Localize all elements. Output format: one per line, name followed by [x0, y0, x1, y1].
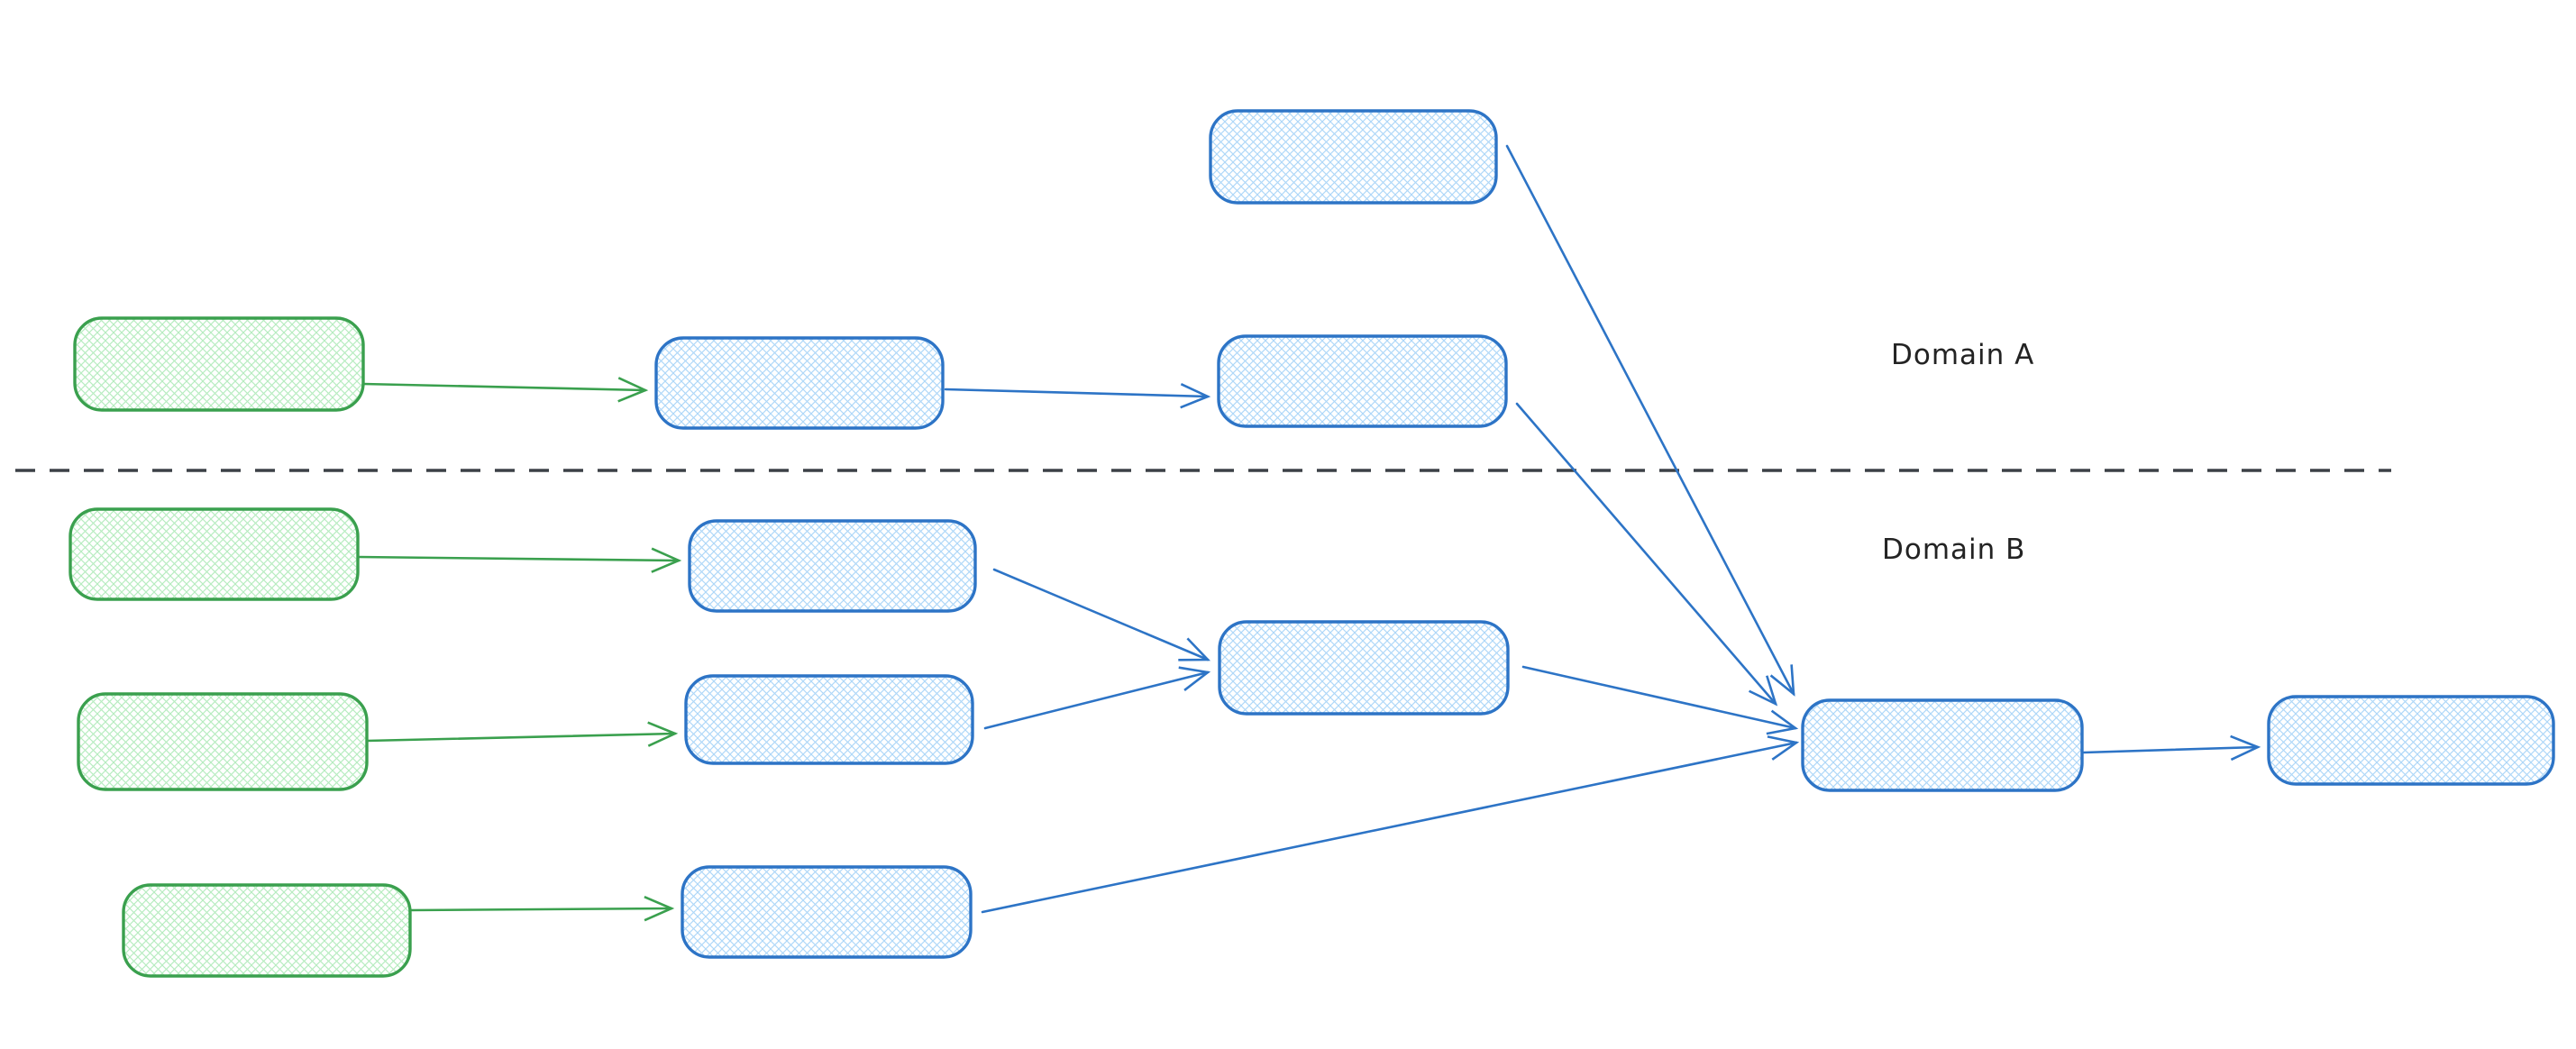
edge-aggregator-to-output[interactable] [2082, 734, 2261, 762]
green-nodes-group [69, 316, 412, 978]
green-edges-group [356, 377, 682, 922]
edge-source-b2-to-process-b2[interactable] [365, 721, 679, 747]
domain-a-label[interactable]: Domain A [1891, 339, 2034, 371]
domain-b-label[interactable]: Domain B [1882, 534, 2025, 566]
edge-process-a1-to-process-a2[interactable] [944, 383, 1211, 409]
blue-nodes-group [654, 109, 2555, 959]
node-output[interactable] [2267, 695, 2555, 786]
edge-merge-b-to-aggregator[interactable] [1521, 665, 1799, 735]
edge-source-a-to-process-a1[interactable] [361, 377, 649, 403]
node-source-b3[interactable] [122, 883, 412, 978]
node-merge-b[interactable] [1218, 620, 1510, 716]
node-source-b2[interactable] [77, 692, 369, 791]
blue-edges-group [944, 144, 2261, 914]
node-source-b1[interactable] [69, 507, 360, 601]
edge-process-b2-to-merge-b[interactable] [983, 666, 1211, 730]
node-standalone-top[interactable] [1209, 109, 1498, 205]
node-process-a2[interactable] [1217, 334, 1508, 428]
node-process-b3[interactable] [681, 865, 973, 959]
edge-source-b3-to-process-b3[interactable] [408, 896, 675, 922]
node-source-a[interactable] [73, 316, 365, 412]
node-aggregator[interactable] [1801, 698, 2084, 792]
edge-process-b3-to-aggregator[interactable] [981, 735, 1800, 914]
edge-standalone-top-to-aggregator[interactable] [1505, 144, 1795, 697]
edge-process-b1-to-merge-b[interactable] [992, 568, 1211, 661]
edge-source-b1-to-process-b1[interactable] [356, 547, 682, 573]
node-process-a1[interactable] [654, 336, 945, 430]
node-process-b1[interactable] [688, 519, 977, 613]
edge-process-a2-to-aggregator[interactable] [1515, 402, 1778, 707]
node-process-b2[interactable] [684, 674, 974, 765]
